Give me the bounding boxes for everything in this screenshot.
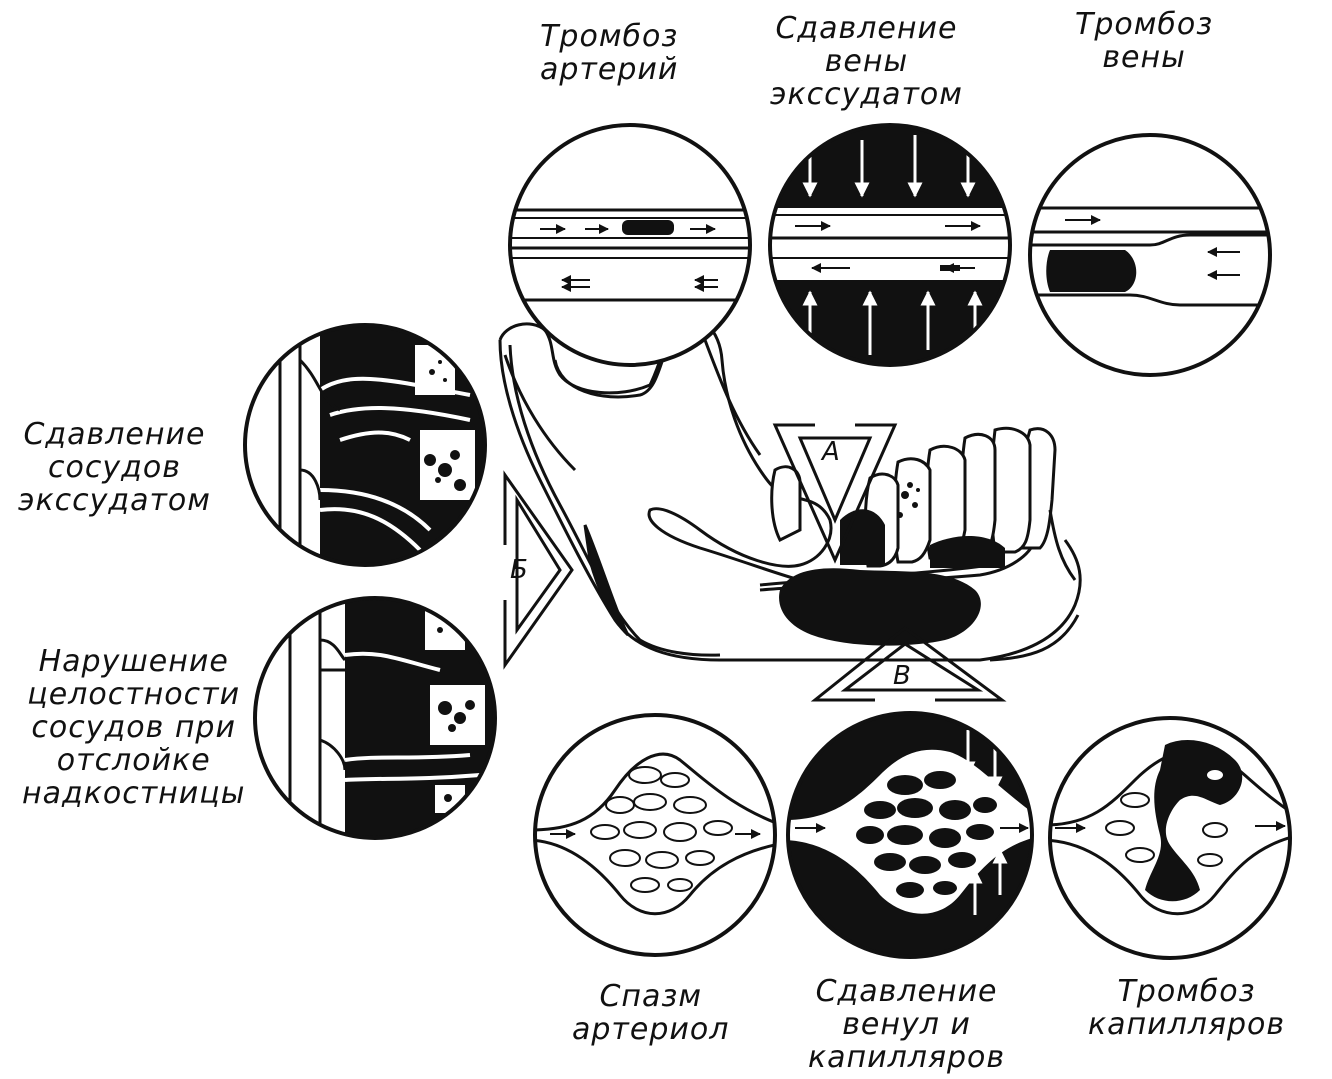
circle-venule-compression [786,711,1034,959]
circle-artery-thrombosis [508,123,752,367]
triangle-v-letter: В [893,661,911,691]
triangle-a [772,422,898,564]
label-vessel-compression: Сдавление сосудов экссудатом [18,417,211,518]
circle-vein-compression [768,123,1012,367]
triangle-v [810,626,1007,703]
abscess-drawing [779,568,981,646]
label-vein-compression: Сдавление вены экссудатом [770,11,963,112]
circle-vessel-integrity [253,596,497,840]
circle-capillary-thrombosis [1048,716,1292,960]
circle-arteriole-spasm [533,713,777,957]
circle-vessel-compression [243,323,487,567]
connector-lines [503,339,1080,662]
label-capillary-thrombosis: Тромбоз капилляров [1088,974,1286,1042]
teeth-drawing [770,426,1057,568]
triangle-b [502,470,574,670]
label-arteriole-spasm: Спазм артериол [572,979,730,1047]
label-vessel-integrity: Нарушение целостности сосудов при отслой… [22,644,246,811]
triangle-a-letter: А [820,437,840,467]
triangle-b-letter: Б [510,555,528,585]
circle-vein-thrombosis [1028,133,1272,377]
label-venule-compression: Сдавление венул и капилляров [808,974,1006,1075]
label-vein-thrombosis: Тромбоз вены [1075,7,1214,75]
label-artery-thrombosis: Тромбоз артерий [540,19,679,87]
